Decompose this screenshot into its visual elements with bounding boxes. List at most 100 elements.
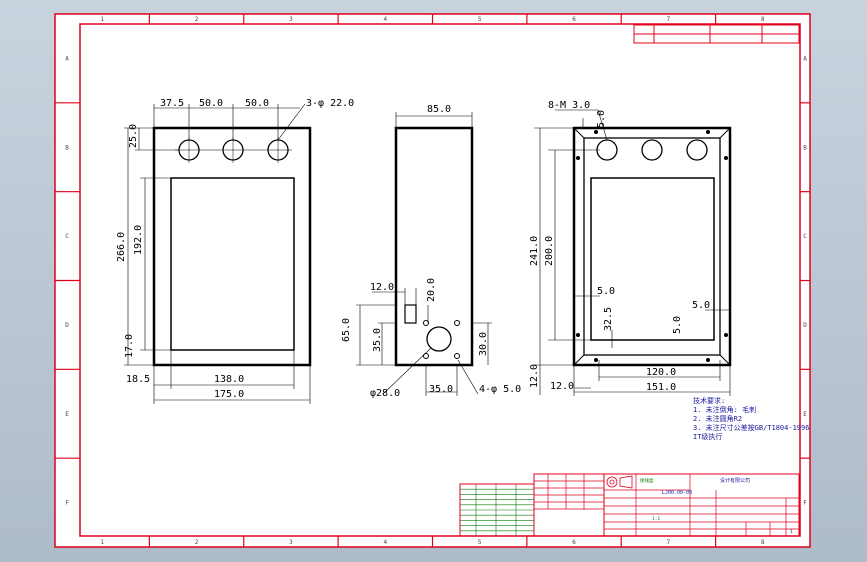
dim-back-screws: 8-M 3.0 bbox=[548, 100, 590, 111]
dim-back-12-v: 12.0 bbox=[529, 364, 540, 388]
side-dim-lines bbox=[356, 112, 492, 396]
zone-label: 5 bbox=[478, 539, 482, 546]
dim-back-120: 120.0 bbox=[646, 367, 676, 378]
dim-front-18-5: 18.5 bbox=[126, 374, 150, 385]
dim-side-30: 30.0 bbox=[478, 332, 489, 356]
dim-side-phi28: φ28.0 bbox=[370, 388, 400, 399]
dim-front-50-a: 50.0 bbox=[199, 98, 223, 109]
tb-scale: 1:1 bbox=[652, 516, 660, 522]
zone-label: B bbox=[65, 144, 69, 151]
zone-label: D bbox=[65, 322, 69, 329]
back-dim-lines bbox=[534, 109, 731, 396]
dim-back-5-left: 5.0 bbox=[597, 286, 615, 297]
tb-company: 设计有限公司 bbox=[720, 477, 750, 484]
front-dim-lines bbox=[124, 103, 311, 404]
zone-ticks bbox=[55, 14, 810, 547]
dim-back-32-5: 32.5 bbox=[603, 307, 614, 331]
dim-front-holes: 3-φ 22.0 bbox=[306, 98, 354, 109]
title-block: 接线盒 设计有限公司 LJ00.00-00 1:1 1 bbox=[459, 473, 800, 537]
back-inner-frame bbox=[583, 137, 721, 356]
dim-side-35-v: 35.0 bbox=[372, 328, 383, 352]
zone-label: E bbox=[65, 411, 69, 418]
zone-label: 1 bbox=[100, 539, 104, 546]
zone-label: 6 bbox=[572, 16, 576, 23]
tb-sheet-no: 1 bbox=[790, 529, 793, 535]
zone-label: 4 bbox=[384, 539, 388, 546]
side-gland-circle bbox=[426, 326, 452, 352]
dim-side-holes4: 4-φ 5.0 bbox=[479, 384, 521, 395]
technical-notes: 技术要求: 1. 未注倒角: 毛刺 2. 未注圆角R2 3. 未注尺寸公差按GB… bbox=[693, 396, 809, 441]
dim-front-138: 138.0 bbox=[214, 374, 244, 385]
dim-front-192: 192.0 bbox=[133, 225, 144, 255]
side-outline bbox=[394, 126, 474, 367]
front-outline bbox=[152, 126, 312, 367]
side-view bbox=[356, 112, 492, 396]
dim-side-12: 12.0 bbox=[370, 282, 394, 293]
zone-label: A bbox=[803, 55, 807, 62]
dim-side-35-h: 35.0 bbox=[429, 384, 453, 395]
dim-front-25: 25.0 bbox=[128, 124, 139, 148]
dim-front-266: 266.0 bbox=[116, 232, 127, 262]
side-small-holes bbox=[423, 320, 460, 359]
side-slot bbox=[404, 304, 417, 324]
zone-label: F bbox=[65, 500, 69, 507]
tb-left-table bbox=[459, 483, 535, 537]
back-view bbox=[534, 109, 732, 396]
tb-part-name: 接线盒 bbox=[640, 477, 654, 484]
dim-side-20: 20.0 bbox=[426, 278, 437, 302]
zone-label: D bbox=[803, 322, 807, 329]
tb-mid-table bbox=[533, 473, 605, 537]
back-dim-texts: 8-M 3.0 5.0 241.0 200.0 5.0 5.0 32.5 5.0… bbox=[529, 100, 710, 393]
back-outline bbox=[572, 126, 732, 367]
front-centerlines bbox=[175, 137, 292, 163]
zone-label: 4 bbox=[384, 16, 388, 23]
dim-back-5-inner: 5.0 bbox=[672, 316, 683, 334]
zone-label: 8 bbox=[761, 539, 765, 546]
dim-side-85: 85.0 bbox=[427, 104, 451, 115]
zone-label: C bbox=[65, 233, 69, 240]
front-view bbox=[124, 103, 312, 404]
note-line-5: IT级执行 bbox=[693, 432, 722, 441]
dim-back-151: 151.0 bbox=[646, 382, 676, 393]
zone-label: 1 bbox=[100, 16, 104, 23]
zone-label: 8 bbox=[761, 16, 765, 23]
tb-right-table bbox=[603, 473, 800, 537]
note-line-3: 2. 未注圆角R2 bbox=[693, 414, 742, 423]
projection-symbol bbox=[606, 475, 633, 489]
zone-label: 7 bbox=[667, 539, 671, 546]
dim-front-50-b: 50.0 bbox=[245, 98, 269, 109]
zone-label: 3 bbox=[289, 539, 293, 546]
dim-back-5-right: 5.0 bbox=[692, 300, 710, 311]
dim-back-5-top: 5.0 bbox=[596, 110, 607, 128]
top-code-box bbox=[633, 24, 800, 44]
zone-label: 5 bbox=[478, 16, 482, 23]
side-dim-texts: 85.0 12.0 20.0 65.0 35.0 30.0 φ28.0 35.0… bbox=[341, 104, 521, 399]
back-screw-marks bbox=[576, 130, 728, 362]
dim-front-17: 17.0 bbox=[124, 334, 135, 358]
dim-back-12-h: 12.0 bbox=[550, 381, 574, 392]
note-line-2: 1. 未注倒角: 毛刺 bbox=[693, 405, 756, 414]
front-window bbox=[170, 177, 295, 351]
zone-label: E bbox=[803, 411, 807, 418]
zone-label: 2 bbox=[195, 539, 199, 546]
front-dim-texts: 37.5 50.0 50.0 3-φ 22.0 25.0 266.0 192.0… bbox=[116, 98, 354, 400]
dim-front-37-5: 37.5 bbox=[160, 98, 184, 109]
dim-back-200: 200.0 bbox=[544, 236, 555, 266]
note-line-1: 技术要求: bbox=[693, 396, 725, 405]
zone-label: C bbox=[803, 233, 807, 240]
back-corner-lines bbox=[573, 127, 731, 366]
tb-drawing-no: LJ00.00-00 bbox=[662, 490, 692, 496]
dim-back-241: 241.0 bbox=[529, 236, 540, 266]
paper-sheet bbox=[55, 14, 810, 547]
zone-label: 3 bbox=[289, 16, 293, 23]
zone-label: 2 bbox=[195, 16, 199, 23]
zone-label: F bbox=[803, 500, 807, 507]
dim-side-65: 65.0 bbox=[341, 318, 352, 342]
zone-label: 6 bbox=[572, 539, 576, 546]
zone-label: B bbox=[803, 144, 807, 151]
dim-front-175: 175.0 bbox=[214, 389, 244, 400]
zone-label: 7 bbox=[667, 16, 671, 23]
zone-label: A bbox=[65, 55, 69, 62]
